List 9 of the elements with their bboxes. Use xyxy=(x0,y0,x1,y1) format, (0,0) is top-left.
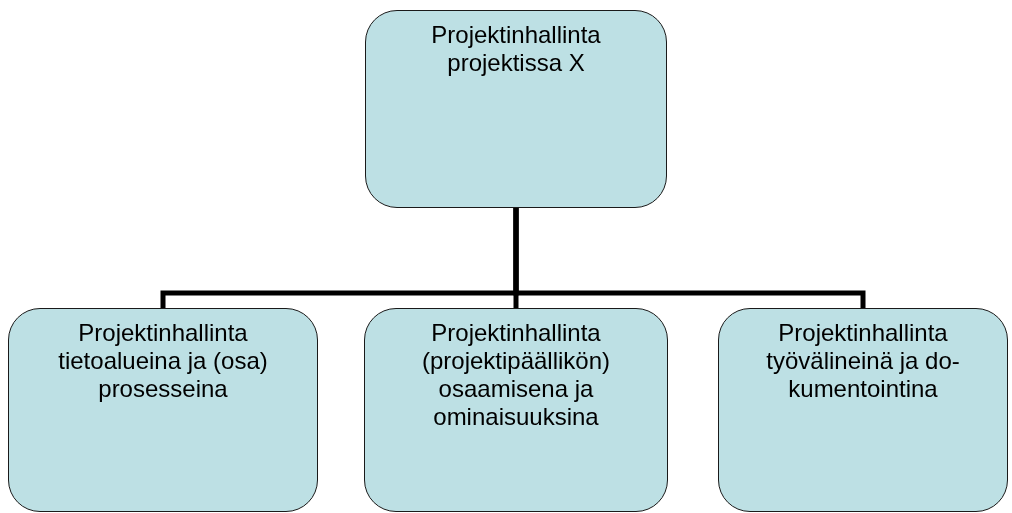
rounded-box xyxy=(365,10,667,208)
rounded-box xyxy=(364,308,668,512)
box-text: Projektinhallinta projektissa X xyxy=(430,21,602,77)
rounded-box xyxy=(8,308,318,512)
connector-line xyxy=(513,208,866,308)
box-text: Projektinhallinta (projektipäällikön) osaamisena ja ominaisuuksina xyxy=(420,319,612,431)
rounded-box xyxy=(718,308,1008,512)
box-text: Projektinhallinta työvälineinä ja do-kumentointina xyxy=(765,319,961,403)
box-text: Projektinhallinta tietoalueina ja (osa) prosesseina xyxy=(57,319,269,403)
